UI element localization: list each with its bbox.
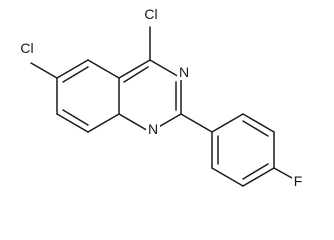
atom-label-bg-cl-left: [17, 37, 37, 57]
atom-label-fluorine: F: [294, 173, 303, 189]
bond-lines: [30, 26, 293, 187]
bond-c4-n3: [149, 59, 182, 79]
bond-ph5-ph6: [211, 167, 244, 187]
bond-c4a-c4-outer: [118, 59, 151, 79]
atom-label-n-upper: N: [179, 64, 189, 80]
bond-ph4-f: [273, 167, 293, 179]
atom-labels: Cl Cl N N F: [17, 3, 304, 189]
atom-label-cl-left: Cl: [20, 40, 33, 56]
bond-ph4-ph5-outer: [242, 167, 275, 187]
atom-label-n-lower: N: [148, 121, 158, 137]
bond-c2-phenyl: [180, 113, 213, 133]
bond-n1-c8a: [118, 113, 151, 133]
bond-ph2-ph3-inner: [242, 120, 269, 137]
atom-label-cl-top: Cl: [144, 6, 157, 22]
atom-label-bg-n-lower: [146, 119, 160, 137]
atom-label-bg-cl-top: [141, 3, 161, 23]
atom-label-bg-n-upper: [177, 62, 191, 80]
bond-c6-cl: [30, 62, 58, 79]
bond-ph1-ph2: [211, 113, 244, 133]
bond-ph2-ph3-outer: [242, 113, 275, 133]
bond-c4a-c5: [87, 59, 120, 79]
bond-c8-c8a: [87, 113, 120, 133]
bond-c5-c6-outer: [56, 59, 89, 79]
bond-c5-c6-inner: [62, 66, 89, 83]
bond-ph4-ph5-inner: [242, 163, 269, 180]
atom-label-bg-fluorine: [292, 171, 304, 189]
molecule-structure-diagram: Cl Cl N N F: [17, 3, 304, 189]
bond-c7-c8-outer: [56, 113, 89, 133]
bond-c4a-c4-inner: [123, 66, 149, 83]
bond-c7-c8-inner: [62, 109, 89, 126]
